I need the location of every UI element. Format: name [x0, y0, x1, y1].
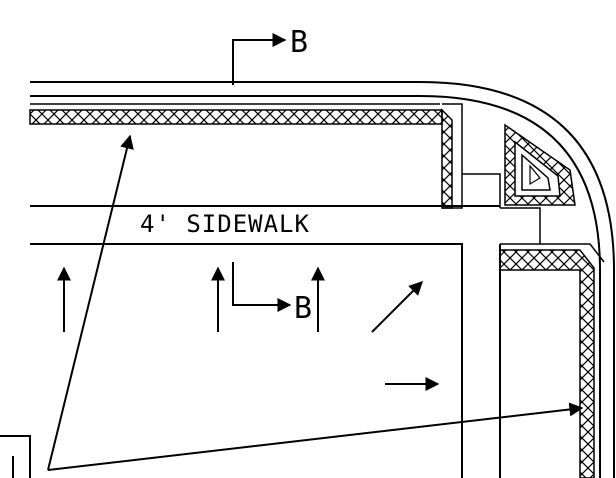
right-curb-strip — [499, 243, 605, 478]
callout-box — [0, 435, 31, 478]
section-cut-top: B — [232, 25, 308, 85]
section-cut-mid: B — [232, 262, 312, 326]
sidewalk-label: 4' SIDEWALK — [140, 210, 310, 238]
corner-ramp — [504, 123, 576, 206]
traffic-arrows — [57, 266, 440, 391]
leader-lines — [47, 134, 584, 471]
connector-lines — [462, 173, 541, 244]
section-label-top: B — [290, 25, 308, 60]
outer-curb-lines — [30, 81, 615, 478]
sidewalk-edges — [30, 205, 500, 478]
section-label-mid: B — [294, 291, 312, 326]
top-curb-strip — [29, 103, 463, 209]
